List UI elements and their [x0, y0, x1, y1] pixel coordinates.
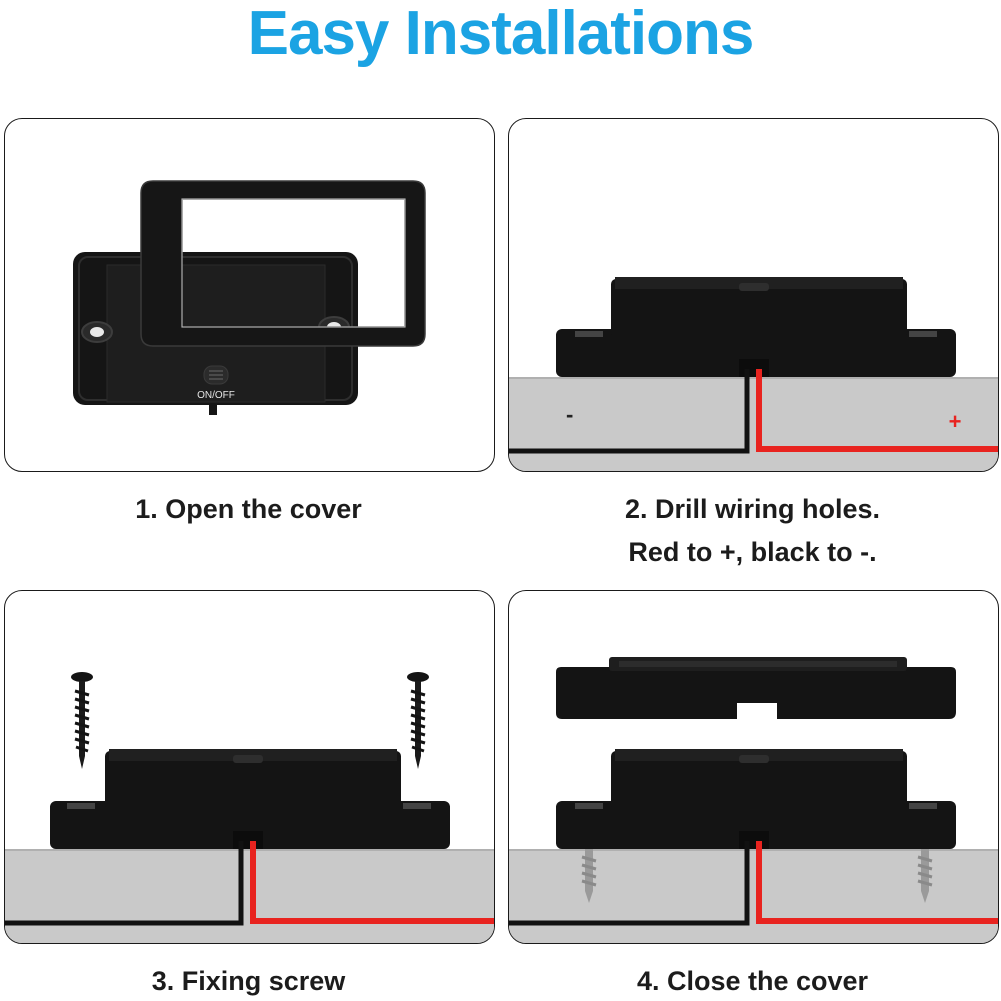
step-1-panel: ON/OFF — [4, 118, 495, 472]
black-wire-icon — [509, 841, 750, 926]
socket-device-icon — [50, 749, 450, 849]
step-4-caption: 4. Close the cover — [636, 966, 869, 996]
step-3-caption: 3. Fixing screw — [151, 966, 346, 996]
socket-device-icon — [556, 277, 956, 377]
screw-icon — [581, 849, 597, 903]
red-wire-icon — [756, 841, 998, 924]
step-3-panel — [4, 590, 495, 944]
mounting-surface — [5, 849, 494, 943]
red-wire-icon — [756, 369, 998, 452]
positive-label: + — [949, 409, 962, 434]
step-2-caption-line2: Red to +, black to -. — [628, 537, 877, 567]
socket-device-icon — [556, 749, 956, 849]
cover-frame-icon — [140, 180, 426, 347]
page-title: Easy Installations — [247, 0, 755, 68]
mounting-surface — [509, 377, 998, 471]
cover-frame-icon — [556, 657, 956, 719]
switch-label: ON/OFF — [197, 390, 235, 401]
step-1-caption: 1. Open the cover — [135, 494, 362, 524]
black-wire-icon — [5, 841, 244, 926]
negative-label: - — [566, 402, 573, 427]
screw-icon — [917, 849, 933, 903]
step-2-panel: - + — [508, 118, 999, 472]
red-wire-icon — [250, 841, 494, 924]
screw-icon — [407, 672, 429, 769]
black-wire-icon — [509, 369, 750, 454]
step-4-panel — [508, 590, 999, 944]
screw-icon — [71, 672, 93, 769]
step-2-caption-line1: 2. Drill wiring holes. — [624, 494, 881, 524]
